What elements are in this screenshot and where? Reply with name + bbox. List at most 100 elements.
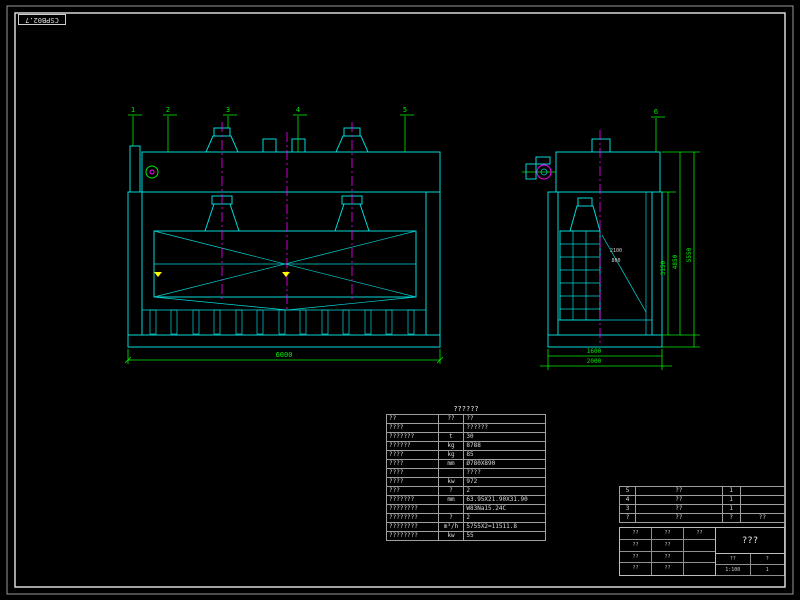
parts-list: 5 ?? 1 4 ?? 1 3 ?? 1 ? ?? ? ?? (618, 486, 786, 523)
tb-cell: ?? (684, 528, 715, 540)
inner-border (14, 12, 786, 588)
callout-2: 2 (166, 106, 170, 114)
title-block: ?? ?? ?? ?? ?? ?? ?? ?? ?? ??? ?? ? 1:10… (619, 527, 785, 576)
param-name: ??????? (386, 432, 439, 442)
front-view: 1 2 3 4 5 6000 (124, 106, 444, 364)
doc-code-box: CSPB02.7 (18, 14, 66, 25)
param-value: 30 (463, 432, 546, 442)
part-remark (739, 504, 786, 514)
front-right-wall (425, 191, 441, 336)
tb-cell: ?? (620, 539, 652, 552)
tb-cell (684, 563, 715, 575)
param-value: 85 (463, 450, 546, 460)
param-value: ?????? (463, 423, 546, 433)
list-item: 5 ?? 1 (618, 486, 786, 496)
front-deck-band (141, 151, 441, 193)
title-block-row: ?? ?? ?? (620, 528, 715, 540)
title-block-row: 1:100 1 (716, 565, 784, 576)
param-unit: ? (437, 486, 465, 496)
side-view: 2100 800 3150 4850 5550 1600 2000 6 (522, 108, 700, 370)
tb-cell: ?? (620, 528, 652, 540)
part-qty: 1 (721, 486, 741, 496)
side-brace (601, 234, 647, 313)
part-name: ?? (635, 486, 723, 496)
tb-cell: ?? (620, 551, 652, 564)
header-cell: ?? (437, 414, 465, 424)
callout-1: 1 (131, 106, 135, 114)
water-level-icon (154, 272, 162, 277)
callout-6: 6 (654, 108, 658, 116)
callout-5: 5 (403, 106, 407, 114)
front-left-wall (127, 191, 143, 336)
front-callouts: 1 2 3 4 5 (128, 106, 414, 152)
param-unit: m³/h (437, 522, 465, 532)
title-block-row: ?? ? (716, 554, 784, 565)
part-name: ?? (635, 504, 723, 514)
dim-text: 2000 (587, 358, 602, 365)
tb-cell: ?? (652, 563, 684, 575)
param-unit (437, 423, 465, 433)
scale-cell: 1:100 (716, 565, 751, 576)
param-name: ???????? (386, 513, 439, 523)
side-note-2: 800 (611, 258, 620, 264)
tb-cell: ?? (652, 539, 684, 552)
front-ladder (129, 145, 141, 193)
tb-cell: ?? (716, 554, 751, 565)
param-unit: mm (437, 459, 465, 469)
param-unit: ? (437, 513, 465, 523)
side-left-wall (547, 191, 559, 336)
tb-cell: ?? (620, 563, 652, 575)
list-item: 3 ?? 1 (618, 504, 786, 514)
param-name: ???? (386, 468, 439, 478)
front-bottom-band (127, 334, 441, 348)
table-row: ???????? (386, 468, 546, 478)
header-cell: ?? (386, 414, 439, 424)
tb-cell (684, 552, 715, 564)
table-row: ????2 (386, 486, 546, 496)
part-remark (739, 495, 786, 505)
table-row: ?? ?? ?? (386, 414, 546, 424)
param-value: ???? (463, 468, 546, 478)
param-unit: kw (437, 531, 465, 541)
param-unit (437, 468, 465, 478)
front-deck-box-2 (291, 138, 306, 153)
tb-cell: ?? (652, 528, 684, 540)
param-unit: mm (437, 495, 465, 505)
side-deck-box (591, 138, 611, 153)
param-name: ???? (386, 423, 439, 433)
sheet-cell: 1 (750, 565, 784, 576)
title-block-signature-grid: ?? ?? ?? ?? ?? ?? ?? ?? ?? (620, 528, 716, 575)
header-cell: ?? (635, 513, 723, 523)
header-cell: ? (721, 513, 741, 523)
side-note-1: 2100 (610, 248, 622, 254)
dim-text: 1600 (587, 348, 602, 355)
param-unit: t (437, 432, 465, 442)
title-block-row: ?? ?? (620, 539, 715, 552)
drawing-title: ??? (716, 528, 784, 554)
param-name: ??????? (386, 495, 439, 505)
param-unit: kg (437, 441, 465, 451)
param-value: Ø780X890 (463, 459, 546, 469)
param-name: ???? (386, 459, 439, 469)
dim-text: 4850 (672, 254, 679, 269)
dim-text: 3150 (660, 260, 667, 275)
param-name: ???????? (386, 531, 439, 541)
part-no: 3 (618, 504, 637, 514)
part-no: 5 (618, 486, 637, 496)
param-value: 2 (463, 486, 546, 496)
table-row: ?????????2 (386, 513, 546, 523)
param-name: ??? (386, 486, 439, 496)
side-motor (522, 156, 556, 180)
table-row: ????????W83Na15.24C (386, 504, 546, 514)
header-cell: ? (618, 513, 637, 523)
param-unit (437, 504, 465, 514)
param-value: 63.95X21.90X31.90 (463, 495, 546, 505)
param-value: 8788 (463, 441, 546, 451)
param-value: 972 (463, 477, 546, 487)
side-bottom-band (547, 334, 663, 348)
param-value: 55 (463, 531, 546, 541)
